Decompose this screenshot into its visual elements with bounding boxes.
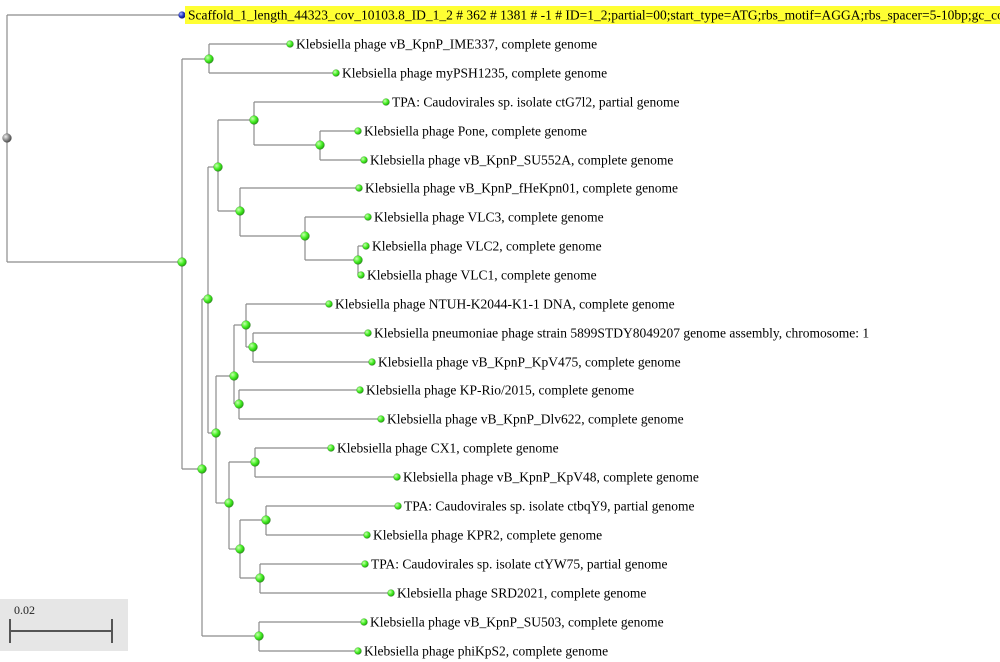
leaf-label[interactable]: Klebsiella phage Pone, complete genome — [364, 124, 587, 139]
leaf-label[interactable]: Klebsiella phage KPR2, complete genome — [373, 528, 602, 543]
leaf-label[interactable]: Klebsiella phage vB_KpnP_KpV48, complete… — [403, 470, 699, 485]
leaf-label[interactable]: Klebsiella phage SRD2021, complete genom… — [397, 586, 646, 601]
scale-bar-panel — [0, 599, 128, 651]
leaf-node[interactable] — [357, 271, 365, 279]
leaf-label[interactable]: TPA: Caudovirales sp. isolate ctG7l2, pa… — [392, 95, 679, 110]
leaf-label[interactable]: Klebsiella phage VLC2, complete genome — [372, 239, 602, 254]
leaf-node[interactable] — [382, 98, 390, 106]
scale-bar — [9, 619, 113, 643]
leaf-node[interactable] — [364, 213, 372, 221]
leaf-node[interactable] — [360, 618, 368, 626]
leaf-node[interactable] — [387, 589, 395, 597]
leaf-node[interactable] — [362, 242, 370, 250]
internal-node[interactable] — [315, 140, 325, 150]
query-leaf-label[interactable]: Scaffold_1_length_44323_cov_10103.8_ID_1… — [188, 8, 1000, 23]
internal-node[interactable] — [248, 342, 258, 352]
internal-node[interactable] — [177, 257, 187, 267]
leaf-node[interactable] — [393, 473, 401, 481]
leaf-node[interactable] — [354, 647, 362, 655]
leaf-label[interactable]: Klebsiella pneumoniae phage strain 5899S… — [374, 326, 869, 341]
internal-node[interactable] — [261, 515, 271, 525]
leaf-label[interactable]: Klebsiella phage CX1, complete genome — [337, 441, 559, 456]
leaf-node[interactable] — [368, 358, 376, 366]
internal-node[interactable] — [255, 573, 265, 583]
internal-node[interactable] — [254, 631, 264, 641]
leaf-node[interactable] — [394, 502, 402, 510]
leaf-label[interactable]: Klebsiella phage myPSH1235, complete gen… — [342, 66, 607, 81]
leaf-label[interactable]: Klebsiella phage vB_KpnP_fHeKpn01, compl… — [365, 181, 678, 196]
leaf-label[interactable]: TPA: Caudovirales sp. isolate ctbqY9, pa… — [404, 499, 694, 514]
leaf-node[interactable] — [325, 300, 333, 308]
leaf-node[interactable] — [377, 415, 385, 423]
leaf-label[interactable]: Klebsiella phage vB_KpnP_Dlv622, complet… — [387, 412, 684, 427]
leaf-label[interactable]: Klebsiella phage vB_KpnP_KpV475, complet… — [378, 355, 681, 370]
internal-node[interactable] — [241, 320, 251, 330]
internal-node[interactable] — [234, 399, 244, 409]
leaf-node[interactable] — [360, 156, 368, 164]
leaf-node[interactable] — [356, 386, 364, 394]
leaf-node[interactable] — [364, 329, 372, 337]
root-node[interactable] — [2, 133, 12, 143]
leaf-label[interactable]: Klebsiella phage phiKpS2, complete genom… — [364, 644, 608, 659]
internal-node[interactable] — [213, 162, 223, 172]
internal-node[interactable] — [300, 231, 310, 241]
leaf-node[interactable] — [363, 531, 371, 539]
internal-node[interactable] — [211, 428, 221, 438]
tree-nodes — [2, 11, 402, 655]
leaf-label[interactable]: Klebsiella phage vB_KpnP_SU552A, complet… — [370, 153, 673, 168]
leaf-node[interactable] — [327, 444, 335, 452]
leaf-label[interactable]: Klebsiella phage VLC3, complete genome — [374, 210, 604, 225]
internal-node[interactable] — [235, 544, 245, 554]
internal-node[interactable] — [204, 54, 214, 64]
internal-node[interactable] — [235, 206, 245, 216]
internal-node[interactable] — [197, 464, 207, 474]
internal-node[interactable] — [229, 371, 239, 381]
tree-labels: Scaffold_1_length_44323_cov_10103.8_ID_1… — [185, 6, 1000, 659]
query-leaf-node[interactable] — [178, 11, 186, 19]
internal-node[interactable] — [203, 294, 213, 304]
leaf-node[interactable] — [332, 69, 340, 77]
leaf-label[interactable]: Klebsiella phage NTUH-K2044-K1-1 DNA, co… — [335, 297, 675, 312]
leaf-label[interactable]: TPA: Caudovirales sp. isolate ctYW75, pa… — [371, 557, 667, 572]
leaf-node[interactable] — [361, 560, 369, 568]
leaf-label[interactable]: Klebsiella phage vB_KpnP_IME337, complet… — [296, 37, 597, 52]
leaf-node[interactable] — [355, 184, 363, 192]
leaf-label[interactable]: Klebsiella phage vB_KpnP_SU503, complete… — [370, 615, 664, 630]
leaf-node[interactable] — [354, 127, 362, 135]
scale-bar-label: 0.02 — [14, 603, 35, 617]
internal-node[interactable] — [250, 457, 260, 467]
leaf-node[interactable] — [286, 40, 294, 48]
tree-branches — [6, 14, 398, 652]
leaf-label[interactable]: Klebsiella phage VLC1, complete genome — [367, 268, 597, 283]
internal-node[interactable] — [353, 255, 363, 265]
leaf-label[interactable]: Klebsiella phage KP-Rio/2015, complete g… — [366, 383, 634, 398]
query-highlight — [185, 6, 1000, 24]
internal-node[interactable] — [249, 115, 259, 125]
internal-node[interactable] — [224, 498, 234, 508]
